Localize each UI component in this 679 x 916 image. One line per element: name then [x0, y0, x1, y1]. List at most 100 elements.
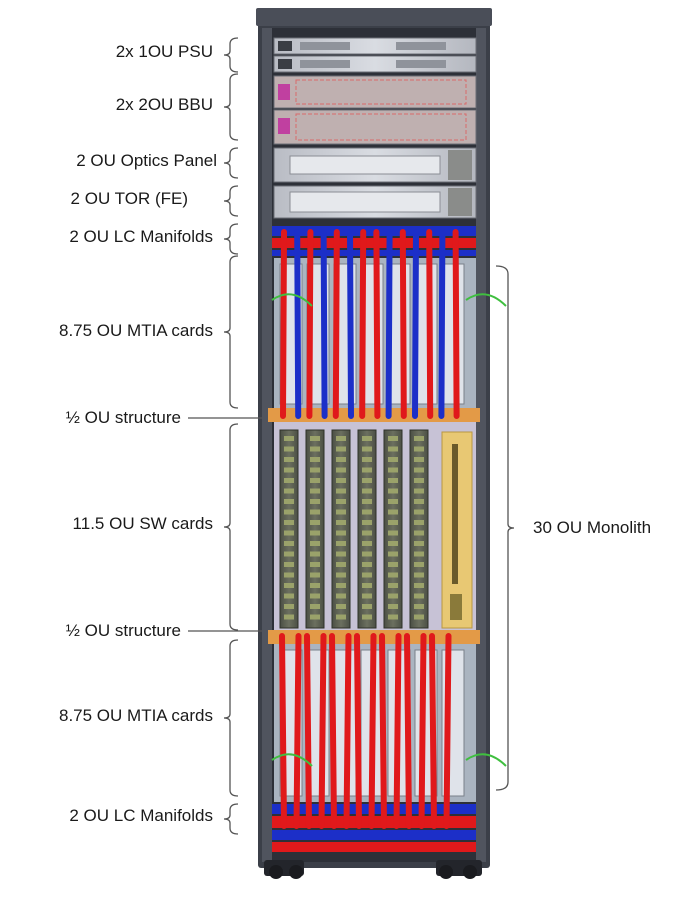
- sw-port: [284, 614, 294, 620]
- sw-port: [362, 572, 372, 578]
- label-structure-top: ½ OU structure: [65, 408, 181, 427]
- sw-port: [336, 478, 346, 483]
- sw-port: [336, 604, 346, 609]
- sw-port: [388, 478, 398, 483]
- sw-port: [336, 499, 346, 504]
- curly-brace-icon: [223, 223, 239, 255]
- sw-port: [310, 488, 320, 494]
- sw-port: [388, 614, 398, 620]
- sw-port: [336, 446, 346, 452]
- sw-port: [388, 436, 398, 441]
- sw-port: [414, 478, 424, 483]
- coolant-pipe-bottom: [443, 633, 452, 829]
- sw-port: [362, 478, 372, 483]
- coolant-pipe-top: [373, 229, 381, 419]
- sw-port: [362, 614, 372, 620]
- coolant-pipe-top: [385, 229, 393, 419]
- structure-band-top: [268, 408, 480, 422]
- curly-brace-icon: [223, 639, 239, 797]
- sw-port: [284, 530, 294, 536]
- sw-port: [362, 509, 372, 515]
- label-sw-cards: 11.5 OU SW cards: [72, 514, 213, 533]
- sw-port: [284, 583, 294, 588]
- sw-port: [414, 509, 424, 515]
- curly-brace-icon: [223, 73, 239, 141]
- sw-port: [414, 562, 424, 567]
- sw-port: [284, 593, 294, 599]
- sw-port: [336, 562, 346, 567]
- sw-port: [362, 467, 372, 473]
- sw-port: [284, 551, 294, 557]
- sw-port: [336, 583, 346, 588]
- curly-brace-icon: [223, 37, 239, 73]
- sw-port: [310, 446, 320, 452]
- curly-brace-icon: [223, 147, 239, 179]
- sw-port: [388, 572, 398, 578]
- label-monolith: 30 OU Monolith: [533, 518, 652, 537]
- sw-port: [414, 467, 424, 473]
- sw-port: [362, 520, 372, 525]
- sw-port: [284, 520, 294, 525]
- sw-port: [284, 457, 294, 462]
- sw-port: [336, 509, 346, 515]
- sw-port: [414, 614, 424, 620]
- curly-brace-icon: [223, 423, 239, 631]
- coolant-pipe-bottom: [379, 633, 387, 829]
- sw-port: [388, 593, 398, 599]
- coolant-pipe-top: [399, 229, 407, 419]
- sw-port: [414, 446, 424, 452]
- sw-port: [388, 499, 398, 504]
- label-structure-bottom: ½ OU structure: [65, 621, 181, 640]
- bbu-units: [273, 75, 477, 145]
- sw-port: [336, 572, 346, 578]
- sw-port: [336, 551, 346, 557]
- sw-port: [362, 446, 372, 452]
- annotation-braces: [188, 37, 515, 835]
- sw-port: [310, 583, 320, 588]
- sw-port: [336, 488, 346, 494]
- coolant-pipe-top: [347, 229, 354, 419]
- sw-port: [388, 530, 398, 536]
- coolant-pipe-bottom: [354, 633, 362, 829]
- coolant-pipe-top: [359, 229, 367, 419]
- curly-brace-icon: [495, 265, 515, 791]
- sw-port: [388, 446, 398, 452]
- sw-port: [388, 509, 398, 515]
- sw-port: [310, 509, 320, 515]
- sw-port: [362, 488, 372, 494]
- sw-port: [310, 530, 320, 536]
- sw-port: [284, 509, 294, 515]
- coolant-pipe-bottom: [343, 633, 352, 829]
- sw-port: [310, 436, 320, 441]
- coolant-pipe-bottom: [404, 633, 412, 829]
- sw-port: [388, 541, 398, 546]
- psu-units: [273, 37, 477, 73]
- coolant-pipes: [271, 229, 507, 829]
- sw-cards: [274, 422, 476, 632]
- sw-port: [388, 467, 398, 473]
- sw-port: [310, 541, 320, 546]
- sw-port: [310, 572, 320, 578]
- coolant-pipe-top: [438, 229, 446, 419]
- coolant-pipe-top: [294, 229, 302, 419]
- sw-port: [336, 530, 346, 536]
- sw-port: [362, 436, 372, 441]
- sw-port: [362, 457, 372, 462]
- sw-port: [310, 614, 320, 620]
- coolant-pipe-top: [320, 229, 328, 419]
- sw-port: [284, 572, 294, 578]
- sw-port: [336, 614, 346, 620]
- sw-port: [336, 457, 346, 462]
- sw-port: [388, 520, 398, 525]
- coolant-pipe-bottom: [368, 633, 377, 829]
- sw-port: [414, 583, 424, 588]
- coolant-pipe-top: [306, 229, 314, 419]
- sw-port: [362, 593, 372, 599]
- sw-port: [414, 593, 424, 599]
- label-mtia-bottom: 8.75 OU MTIA cards: [59, 706, 213, 725]
- hose: [465, 753, 507, 767]
- curly-brace-icon: [223, 803, 239, 835]
- sw-port: [310, 478, 320, 483]
- sw-port: [336, 520, 346, 525]
- coolant-pipe-top: [412, 229, 419, 419]
